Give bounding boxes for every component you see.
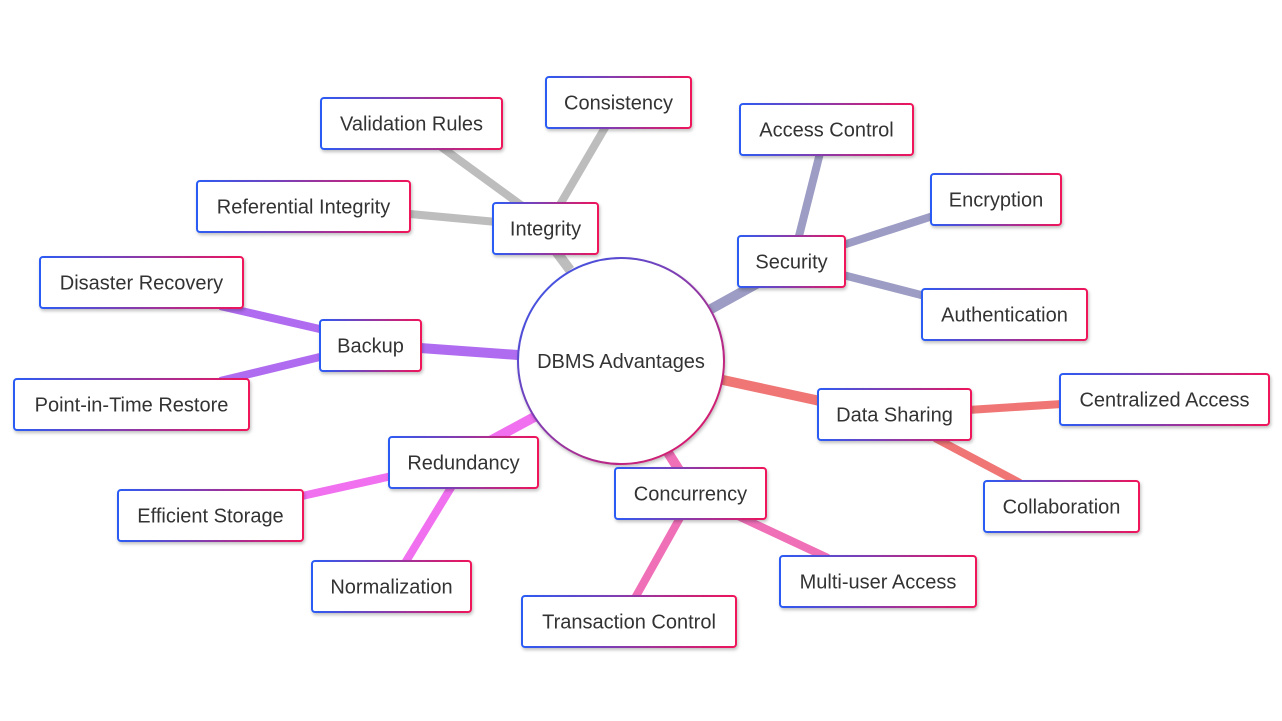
edge-access-control xyxy=(794,152,824,241)
node-integrity[interactable]: Integrity xyxy=(492,202,599,255)
node-box xyxy=(921,288,1088,341)
node-box xyxy=(319,319,422,372)
node-backup[interactable]: Backup xyxy=(319,319,422,372)
node-centralized-access[interactable]: Centralized Access xyxy=(1059,373,1270,426)
node-label: Redundancy xyxy=(407,453,519,475)
node-disaster-recovery[interactable]: Disaster Recovery xyxy=(39,256,244,309)
node-label: Access Control xyxy=(759,120,894,142)
node-data-sharing[interactable]: Data Sharing xyxy=(817,388,972,441)
node-box xyxy=(39,256,244,309)
node-box xyxy=(320,97,503,150)
node-box xyxy=(737,235,846,288)
edge-disaster-recovery xyxy=(219,302,325,334)
node-multi-user-access[interactable]: Multi-user Access xyxy=(779,555,977,608)
node-label: Authentication xyxy=(941,305,1068,327)
node-box xyxy=(817,388,972,441)
node-concurrency[interactable]: Concurrency xyxy=(614,467,767,520)
edge-referential xyxy=(409,210,498,226)
node-security[interactable]: Security xyxy=(737,235,846,288)
edge-multi-user-access xyxy=(736,512,830,562)
node-box xyxy=(739,103,914,156)
edge-encryption xyxy=(841,212,935,249)
edge-validation xyxy=(437,142,528,212)
node-label: Backup xyxy=(337,336,404,358)
node-box xyxy=(388,436,539,489)
edge-collaboration xyxy=(933,434,1022,487)
node-encryption[interactable]: Encryption xyxy=(930,173,1062,226)
edge-concurrency xyxy=(662,448,684,473)
root-circle xyxy=(517,257,725,465)
edge-transaction-control xyxy=(631,514,685,600)
node-label: Disaster Recovery xyxy=(60,273,223,295)
node-box xyxy=(311,560,472,613)
node-authentication[interactable]: Authentication xyxy=(921,288,1088,341)
node-box xyxy=(779,555,977,608)
node-root[interactable]: DBMS Advantages xyxy=(517,257,725,465)
edge-normalization xyxy=(401,483,456,566)
nodes-layer: DBMS Advantages Integrity Validation Rules… xyxy=(13,76,1270,648)
edge-centralized-access xyxy=(967,400,1063,414)
node-efficient-storage[interactable]: Efficient Storage xyxy=(117,489,304,542)
node-access-control[interactable]: Access Control xyxy=(739,103,914,156)
node-label: Collaboration xyxy=(1003,497,1121,519)
edge-authentication xyxy=(842,271,926,300)
node-validation[interactable]: Validation Rules xyxy=(320,97,503,150)
node-label: Normalization xyxy=(330,577,452,599)
node-box xyxy=(983,480,1140,533)
node-collaboration[interactable]: Collaboration xyxy=(983,480,1140,533)
node-label: Concurrency xyxy=(634,484,747,506)
node-transaction-control[interactable]: Transaction Control xyxy=(521,595,737,648)
node-label: Transaction Control xyxy=(542,612,716,634)
node-box xyxy=(492,202,599,255)
node-box xyxy=(545,76,692,129)
node-label: Centralized Access xyxy=(1079,390,1249,412)
node-referential[interactable]: Referential Integrity xyxy=(196,180,411,233)
node-label: Encryption xyxy=(949,190,1044,212)
edge-pitr xyxy=(219,352,325,385)
node-box xyxy=(13,378,250,431)
node-box xyxy=(521,595,737,648)
node-box xyxy=(1059,373,1270,426)
node-label: Efficient Storage xyxy=(137,506,283,528)
node-redundancy[interactable]: Redundancy xyxy=(388,436,539,489)
node-box xyxy=(117,489,304,542)
node-label: Referential Integrity xyxy=(217,197,390,219)
node-label: Security xyxy=(755,252,827,274)
node-label: Point-in-Time Restore xyxy=(35,395,229,417)
edge-efficient-storage xyxy=(301,472,393,500)
edges-layer xyxy=(219,123,1063,600)
node-consistency[interactable]: Consistency xyxy=(545,76,692,129)
edge-data-sharing xyxy=(721,375,822,406)
node-pitr[interactable]: Point-in-Time Restore xyxy=(13,378,250,431)
root-label: DBMS Advantages xyxy=(537,351,705,373)
node-label: Integrity xyxy=(510,219,581,241)
node-label: Multi-user Access xyxy=(800,572,957,594)
node-box xyxy=(196,180,411,233)
edge-backup xyxy=(419,343,519,360)
edge-consistency xyxy=(554,123,610,211)
node-label: Consistency xyxy=(564,93,673,115)
node-label: Data Sharing xyxy=(836,405,953,427)
node-normalization[interactable]: Normalization xyxy=(311,560,472,613)
node-box xyxy=(930,173,1062,226)
node-label: Validation Rules xyxy=(340,114,483,136)
node-box xyxy=(614,467,767,520)
